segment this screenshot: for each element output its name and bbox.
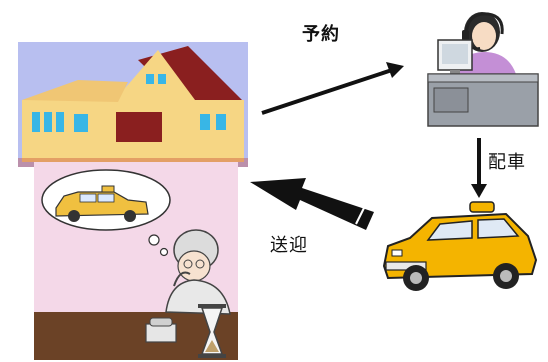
- pickup-arrow: [250, 178, 379, 231]
- dispatch-arrow: [471, 138, 487, 198]
- waiting-panel: [34, 162, 238, 360]
- reservation-label: 予約: [302, 24, 340, 45]
- dispatch-label: 配車: [488, 152, 526, 173]
- hourglass-icon: [198, 304, 226, 358]
- computer-icon: [437, 39, 473, 74]
- taxi-panel: [378, 196, 540, 296]
- telephone-icon: [145, 317, 177, 343]
- pickup-label: 送迎: [270, 235, 308, 256]
- reservation-arrow: [261, 62, 404, 115]
- thought-bubble-icon: [41, 169, 171, 257]
- operator-panel: [400, 4, 540, 134]
- taxi-icon: [382, 201, 538, 291]
- elderly-woman-icon: [165, 229, 231, 315]
